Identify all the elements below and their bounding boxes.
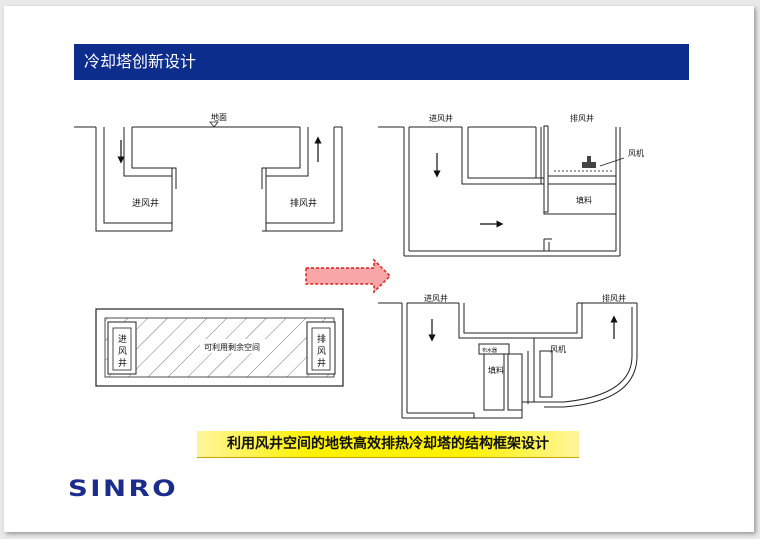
bottom-fan-label: 风机 [550,344,566,354]
plan-exhaust-char-3: 井 [317,357,326,369]
plan-intake-char-1: 进 [118,334,127,345]
top-fill-label: 填料 [576,195,592,205]
section-intake-label: 进风井 [132,197,159,209]
bottom-exhaust-label: 排风井 [602,293,626,303]
sinro-logo: SINRO [68,477,179,502]
bottom-small-box-label: 布水器 [482,347,497,354]
plan-intake-char-2: 风 [118,346,127,357]
cooling-tower-diagram: 地面 进风井 排风井 可利用剩余空间 进 风 井 排 风 井 [74,112,644,419]
bottom-fill-label-1: 填料 [488,365,504,375]
section-view-tower-bottom-arrows [428,315,618,342]
plan-view [95,308,344,387]
top-fan-label: 风机 [628,148,644,158]
section-view-arrows [117,136,322,164]
slide: 冷却塔创新设计 [4,6,754,532]
plan-exhaust-char-1: 排 [317,333,326,345]
top-intake-label: 进风井 [429,113,453,123]
fan-icon [554,156,612,172]
section-view-tower-top-arrows [433,153,504,228]
ground-label: 地面 [211,112,227,122]
bottom-intake-label: 进风井 [424,293,448,303]
usable-space-label: 可利用剩余空间 [204,342,260,352]
section-view-original [74,126,343,232]
plan-exhaust-char-2: 风 [317,346,326,357]
section-view-tower-top [378,125,621,257]
slide-caption: 利用风井空间的地铁高效排热冷却塔的结构框架设计 [197,431,579,458]
ground-marker-icon [209,121,219,128]
top-exhaust-label: 排风井 [570,113,594,123]
plan-intake-char-3: 井 [118,357,127,369]
slide-title: 冷却塔创新设计 [74,44,689,80]
transition-arrow-icon [305,258,392,294]
section-view-tower-bottom [378,302,638,419]
section-exhaust-label: 排风井 [290,197,317,209]
